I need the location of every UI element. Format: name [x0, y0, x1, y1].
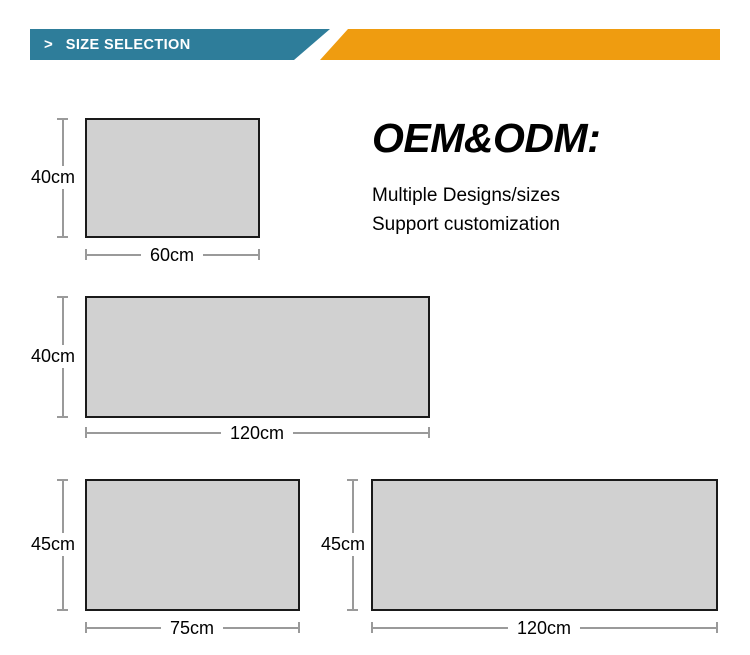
- oem-odm-title: OEM&ODM:: [372, 115, 601, 161]
- banner-teal-shape: [30, 29, 330, 60]
- oem-odm-subtitle-group: Multiple Designs/sizes Support customiza…: [372, 181, 712, 239]
- width-label-120x45: 120cm: [507, 618, 581, 639]
- dimension-tick-bottom: [57, 416, 68, 418]
- oem-odm-block: OEM&ODM: Multiple Designs/sizes Support …: [372, 118, 712, 239]
- height-label-120x40: 40cm: [31, 345, 76, 368]
- dimension-tick-right: [298, 622, 300, 633]
- section-title: SIZE SELECTION: [65, 36, 191, 53]
- dimension-tick-top: [57, 118, 68, 120]
- oem-odm-line-1: Multiple Designs/sizes: [372, 185, 560, 206]
- height-label-75x45: 45cm: [31, 533, 76, 556]
- dimension-tick-right: [428, 427, 430, 438]
- chevron-right-icon: >: [44, 36, 53, 53]
- dimension-tick-bottom: [57, 236, 68, 238]
- dimension-tick-bottom: [347, 609, 358, 611]
- dimension-tick-left: [85, 427, 87, 438]
- dimension-tick-left: [85, 622, 87, 633]
- width-label-60x40: 60cm: [140, 245, 204, 266]
- oem-odm-line-2: Support customization: [372, 214, 560, 235]
- size-rectangle-75x45: [85, 479, 300, 611]
- width-label-75x45: 75cm: [160, 618, 224, 639]
- banner-label-group: > SIZE SELECTION: [30, 29, 191, 60]
- height-label-60x40: 40cm: [31, 166, 76, 189]
- size-rectangle-120x40: [85, 296, 430, 418]
- dimension-tick-top: [347, 479, 358, 481]
- dimension-tick-left: [371, 622, 373, 633]
- section-header-banner: > SIZE SELECTION: [0, 29, 750, 60]
- width-label-120x40: 120cm: [220, 423, 294, 444]
- dimension-tick-bottom: [57, 609, 68, 611]
- dimension-tick-top: [57, 479, 68, 481]
- size-rectangle-120x45: [371, 479, 718, 611]
- size-rectangle-60x40: [85, 118, 260, 238]
- dimension-tick-left: [85, 249, 87, 260]
- height-label-120x45: 45cm: [321, 533, 366, 556]
- banner-orange-shape: [320, 29, 720, 60]
- dimension-tick-right: [258, 249, 260, 260]
- dimension-tick-right: [716, 622, 718, 633]
- dimension-tick-top: [57, 296, 68, 298]
